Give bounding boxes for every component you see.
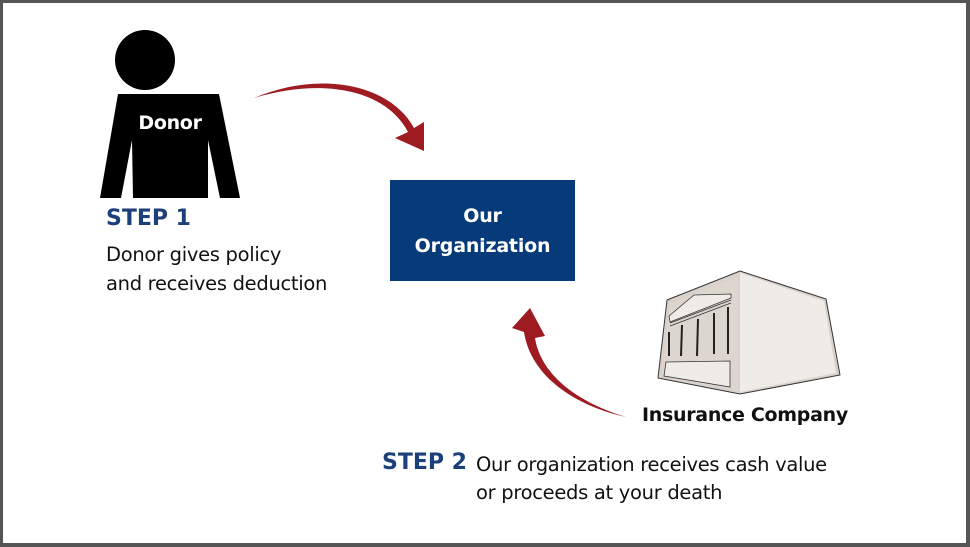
arrow-donor-to-org: [254, 83, 424, 151]
organization-line-2: Organization: [414, 234, 551, 257]
organization-box: Our Organization: [390, 180, 575, 281]
donor-body: [100, 94, 240, 198]
step1-line-1: Donor gives policy: [106, 243, 282, 266]
step1-description: Donor gives policy and receives deductio…: [106, 240, 327, 298]
donor-person-icon: [100, 30, 240, 198]
step2-line-2: or proceeds at your death: [476, 481, 723, 504]
step2-title: STEP 2: [382, 450, 467, 475]
organization-line-1: Our: [463, 204, 502, 227]
step1-title: STEP 1: [106, 206, 191, 231]
donor-head: [115, 30, 175, 90]
insurance-company-label: Insurance Company: [642, 404, 848, 426]
step2-line-1: Our organization receives cash value: [476, 453, 827, 476]
donor-label: Donor: [138, 112, 202, 134]
insurance-building-icon: [657, 270, 841, 395]
step1-line-2: and receives deduction: [106, 272, 328, 295]
step2-description: Our organization receives cash value or …: [476, 451, 827, 507]
arrow-insurance-to-org: [512, 308, 626, 417]
